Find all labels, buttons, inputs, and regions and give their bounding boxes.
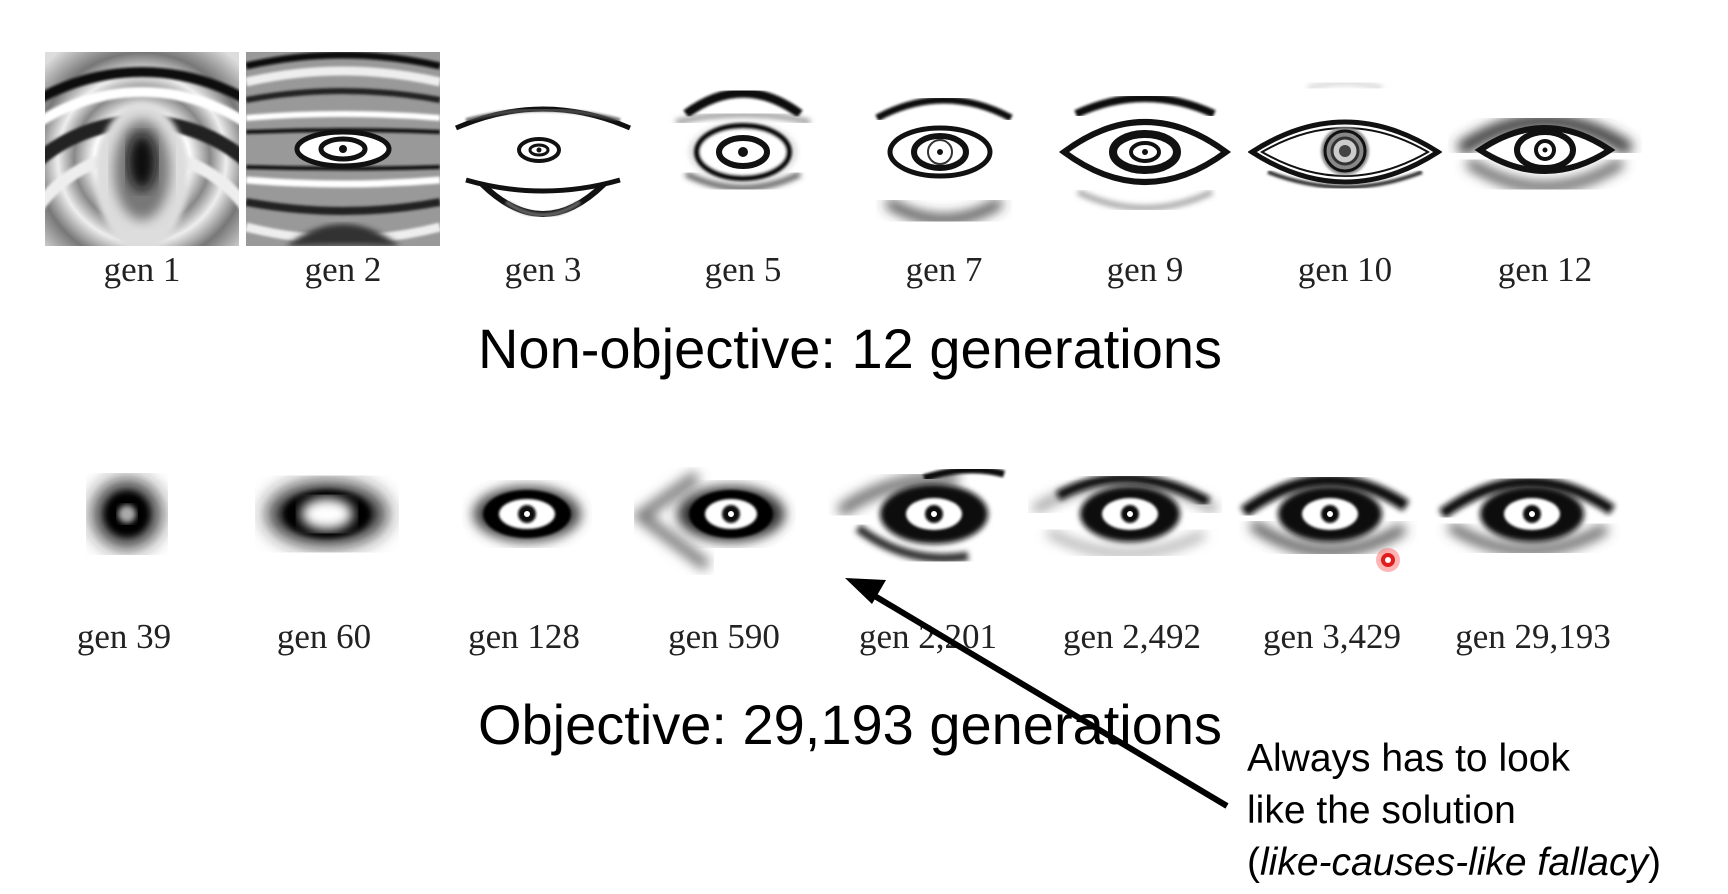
note-line-3: (like-causes-like fallacy) bbox=[1247, 837, 1717, 889]
note-line-1: Always has to look bbox=[1247, 737, 1570, 780]
top-row-label-5: gen 7 bbox=[905, 250, 983, 289]
top-row-label-4: gen 5 bbox=[704, 250, 782, 289]
pattern-gen-2201 bbox=[828, 416, 1022, 610]
pattern-gen-2 bbox=[246, 52, 440, 246]
bottom-row-label-6: gen 2,492 bbox=[1062, 617, 1202, 656]
pattern-gen-12 bbox=[1448, 52, 1642, 246]
top-row-label-8: gen 12 bbox=[1497, 250, 1593, 289]
like-causes-like-note: Always has to look like the solution (li… bbox=[1247, 733, 1717, 889]
top-row-label-6: gen 9 bbox=[1106, 250, 1184, 289]
pattern-gen-128 bbox=[427, 416, 621, 610]
top-row-label-7: gen 10 bbox=[1297, 250, 1393, 289]
pattern-gen-10 bbox=[1248, 52, 1442, 246]
top-row-label-2: gen 2 bbox=[304, 250, 382, 289]
top-row-label-1: gen 1 bbox=[103, 250, 181, 289]
note-paren-close: ) bbox=[1647, 841, 1661, 884]
pattern-gen-2492 bbox=[1028, 416, 1222, 610]
bottom-row-label-7: gen 3,429 bbox=[1262, 617, 1402, 656]
bottom-row-label-1: gen 39 bbox=[76, 617, 172, 656]
non-objective-caption: Non-objective: 12 generations bbox=[477, 317, 1223, 380]
note-line-2: like the solution bbox=[1247, 789, 1516, 832]
pattern-gen-39 bbox=[27, 416, 221, 610]
pattern-gen-60 bbox=[227, 416, 421, 610]
pattern-gen-9 bbox=[1048, 52, 1242, 246]
bottom-row-label-4: gen 590 bbox=[668, 617, 780, 656]
pattern-gen-7 bbox=[847, 52, 1041, 246]
note-fallacy: like-causes-like fallacy bbox=[1260, 841, 1648, 884]
pattern-gen-3429 bbox=[1228, 416, 1422, 610]
bottom-row-label-2: gen 60 bbox=[276, 617, 372, 656]
pattern-gen-3 bbox=[446, 52, 640, 246]
note-paren-open: ( bbox=[1247, 841, 1260, 884]
bottom-row-label-3: gen 128 bbox=[468, 617, 580, 656]
top-row-label-3: gen 3 bbox=[504, 250, 582, 289]
pattern-gen-5 bbox=[646, 52, 840, 246]
pattern-gen-590 bbox=[627, 416, 821, 610]
cursor-highlight-icon bbox=[1376, 548, 1400, 572]
pattern-gen-29193 bbox=[1430, 416, 1624, 610]
bottom-row-label-8: gen 29,193 bbox=[1455, 617, 1611, 656]
bottom-row-label-5: gen 2,201 bbox=[858, 617, 998, 656]
pattern-gen-1 bbox=[45, 52, 239, 246]
